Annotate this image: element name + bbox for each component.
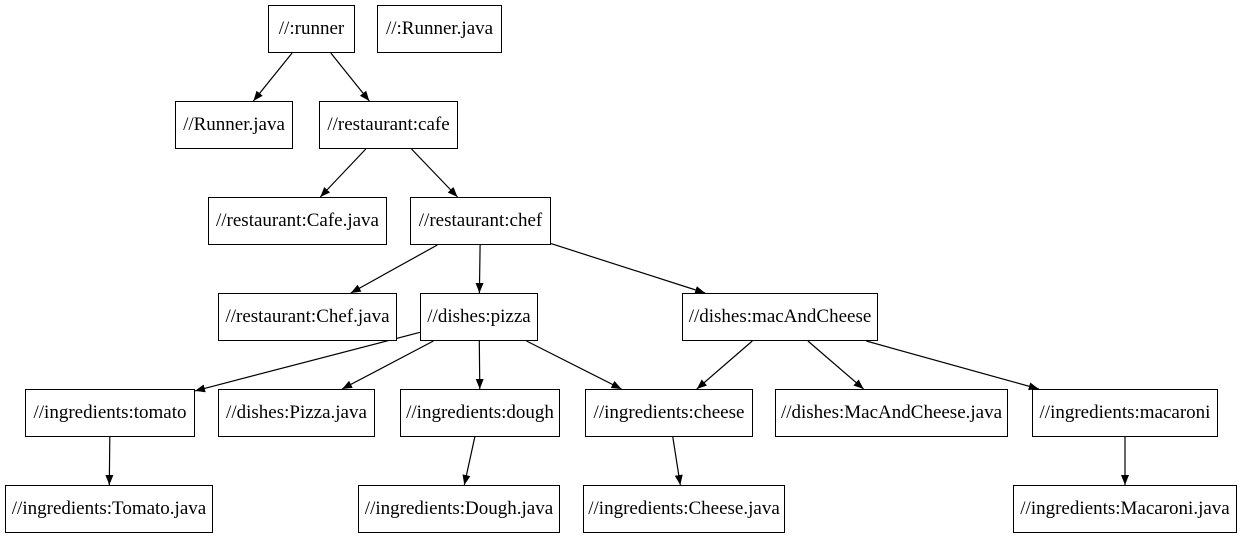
edge-cafe-to-cafe-java (319, 148, 367, 198)
graph-node-mac-and-cheese: //dishes:macAndCheese (682, 293, 878, 341)
graph-node-chef: //restaurant:chef (410, 197, 551, 245)
graph-node-runner-java: //Runner.java (175, 101, 293, 149)
edge-cafe-to-chef (411, 148, 458, 198)
graph-node-tomato-java: //ingredients:Tomato.java (5, 485, 213, 533)
graph-node-cafe: //restaurant:cafe (319, 101, 458, 149)
edge-runner-to-cafe (330, 52, 370, 102)
edge-pizza-to-cheese (526, 340, 622, 390)
edge-tomato-to-tomato-java (105, 436, 114, 486)
edge-pizza-to-tomato (194, 331, 421, 393)
graph-node-runner-java-top: //:Runner.java (377, 5, 502, 53)
graph-node-cheese: //ingredients:cheese (585, 389, 753, 437)
edge-group (105, 52, 1129, 486)
graph-node-pizza: //dishes:pizza (420, 293, 538, 341)
edge-cheese-to-cheese-java (672, 436, 683, 486)
graph-node-cheese-java: //ingredients:Cheese.java (583, 485, 785, 533)
edge-dough-to-dough-java (462, 436, 476, 486)
edge-chef-to-chef-java (350, 244, 438, 294)
graph-node-runner: //:runner (268, 5, 355, 53)
edge-mac-and-cheese-to-mac-and-cheese-java (807, 340, 864, 390)
edge-mac-and-cheese-to-macaroni (866, 340, 1039, 391)
edge-chef-to-pizza (475, 244, 484, 294)
graph-node-cafe-java: //restaurant:Cafe.java (208, 197, 387, 245)
edge-pizza-to-dough (475, 340, 484, 390)
graph-node-macaroni: //ingredients:macaroni (1032, 389, 1218, 437)
graph-node-chef-java: //restaurant:Chef.java (218, 293, 397, 341)
graph-node-macaroni-java: //ingredients:Macaroni.java (1013, 485, 1237, 533)
graph-node-tomato: //ingredients:tomato (25, 389, 195, 437)
graph-node-pizza-java: //dishes:Pizza.java (218, 389, 375, 437)
edge-runner-to-runner-java (252, 52, 293, 102)
graph-node-mac-and-cheese-java: //dishes:MacAndCheese.java (775, 389, 1008, 437)
edge-mac-and-cheese-to-cheese (696, 340, 753, 390)
graph-node-dough-java: //ingredients:Dough.java (358, 485, 560, 533)
graph-node-dough: //ingredients:dough (400, 389, 560, 437)
edge-pizza-to-pizza-java (341, 340, 434, 390)
edge-chef-to-mac-and-cheese (550, 243, 706, 294)
